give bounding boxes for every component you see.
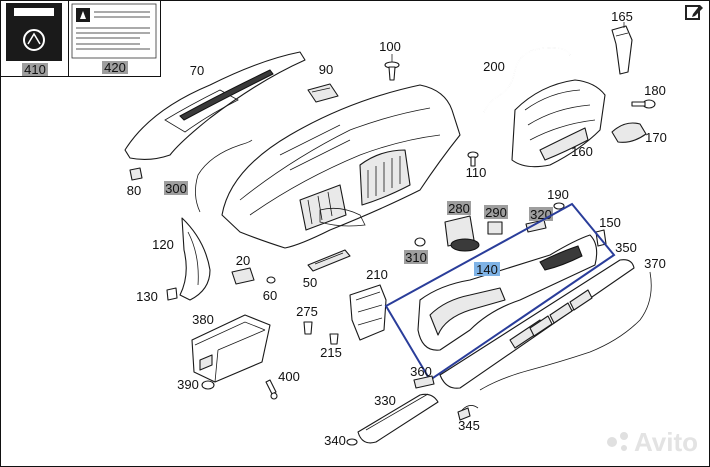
part-label-390: 390	[177, 377, 199, 392]
part-label-165: 165	[611, 9, 633, 24]
watermark-text: Avito	[634, 427, 698, 457]
part-340-screw	[346, 438, 358, 446]
part-label-110: 110	[466, 165, 487, 180]
part-360-clip	[413, 375, 435, 389]
part-label-380: 380	[192, 312, 214, 327]
part-80-clip	[129, 167, 143, 181]
part-165-bracket	[611, 22, 633, 75]
part-170-cover	[611, 122, 647, 143]
part-label-120: 120	[152, 237, 174, 252]
part-label-280: 280	[448, 201, 470, 216]
part-label-60: 60	[263, 288, 277, 303]
part-label-310: 310	[405, 250, 427, 265]
part-110-screw	[467, 151, 479, 167]
part-380-airbag-module	[191, 314, 271, 383]
part-label-90: 90	[319, 62, 333, 77]
part-label-200: 200	[483, 59, 505, 74]
part-140-glovebox-door	[384, 202, 616, 382]
part-label-170: 170	[645, 130, 667, 145]
part-50-strip	[307, 249, 351, 272]
part-label-300: 300	[165, 181, 187, 196]
part-400-bolt	[265, 379, 278, 400]
part-label-180: 180	[644, 83, 666, 98]
part-label-360: 360	[410, 364, 432, 379]
part-290-pad	[484, 205, 508, 235]
part-label-410: 410	[24, 62, 46, 77]
part-label-160: 160	[571, 144, 593, 159]
part-70-upper-cover	[124, 51, 306, 161]
part-label-320: 320	[530, 207, 552, 222]
part-180-screw	[631, 99, 656, 109]
part-label-50: 50	[303, 275, 317, 290]
label-panel-410: 410	[0, 0, 69, 77]
part-215-screw	[329, 333, 339, 345]
part-60-screw	[266, 276, 276, 284]
part-210-bracket	[349, 284, 387, 341]
part-label-130: 130	[136, 289, 158, 304]
part-20-clip	[231, 267, 255, 285]
part-label-340: 340	[324, 433, 346, 448]
part-350-trim-bar	[439, 259, 635, 389]
part-330-knee-airbag	[357, 393, 439, 444]
part-160-housing	[511, 79, 606, 168]
part-label-275: 275	[296, 304, 318, 319]
part-label-210: 210	[366, 267, 388, 282]
part-label-20: 20	[236, 253, 250, 268]
part-label-420: 420	[104, 60, 126, 75]
part-label-370: 370	[644, 256, 666, 271]
part-label-70: 70	[190, 63, 204, 78]
part-label-80: 80	[127, 183, 141, 198]
part-200-hose	[483, 47, 571, 113]
pencil-edit-icon[interactable]	[684, 2, 704, 22]
part-label-140: 140	[476, 262, 498, 277]
part-130-clip	[166, 287, 178, 301]
part-label-100: 100	[379, 39, 401, 54]
part-370-cable	[479, 271, 652, 391]
part-90-bracket	[307, 83, 339, 103]
part-120-side-cover	[179, 217, 211, 301]
part-label-290: 290	[485, 205, 507, 220]
part-label-400: 400	[278, 369, 300, 384]
dashboard-carrier	[221, 84, 461, 249]
part-345-sensor	[457, 405, 479, 421]
part-280-cover	[444, 201, 480, 252]
part-100-screw	[384, 54, 400, 81]
part-275-screw	[303, 321, 313, 335]
part-label-350: 350	[615, 240, 637, 255]
part-label-330: 330	[374, 393, 396, 408]
part-190-screw	[553, 202, 565, 210]
part-310-screw	[404, 237, 428, 264]
part-390-screw	[201, 380, 215, 390]
part-label-190: 190	[547, 187, 569, 202]
part-label-215: 215	[320, 345, 342, 360]
label-panel-420: 420	[68, 0, 161, 77]
part-label-345: 345	[458, 418, 480, 433]
part-300-seal	[164, 139, 253, 213]
avito-watermark: Avito	[607, 427, 698, 457]
part-label-150: 150	[599, 215, 621, 230]
